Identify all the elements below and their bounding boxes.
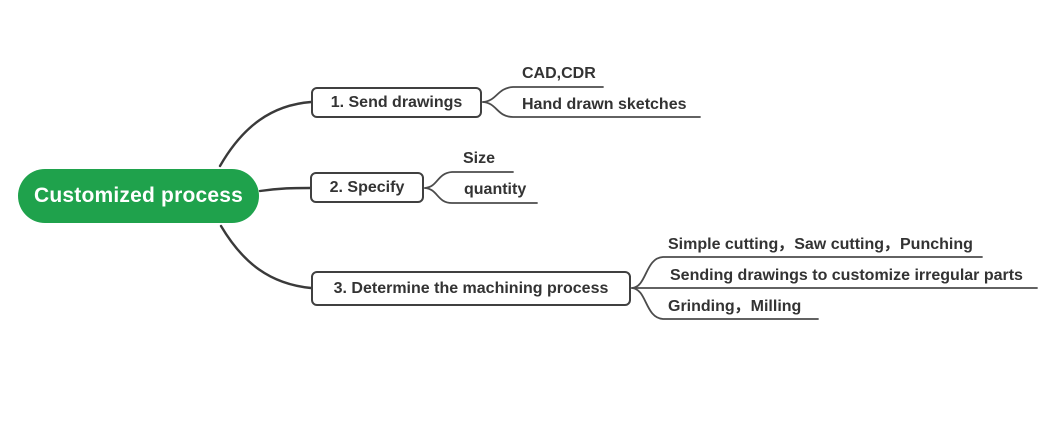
connector-root-branch3 — [219, 224, 313, 290]
branch-node-send-drawings: 1. Send drawings — [311, 87, 482, 118]
leaf-hand-drawn-sketches: Hand drawn sketches — [522, 96, 687, 113]
leaf-cad-cdr: CAD,CDR — [522, 65, 596, 82]
connector-branch3-leaf1 — [631, 256, 983, 289]
root-node: Customized process — [18, 169, 259, 223]
leaf-quantity: quantity — [464, 181, 527, 198]
connector-root-branch1 — [218, 100, 313, 168]
leaf-simple-saw-punching: Simple cutting，Saw cutting，Punching — [668, 236, 973, 253]
leaf-size: Size — [463, 150, 496, 167]
connector-branch1-leaf2 — [482, 101, 701, 118]
branch-node-specify: 2. Specify — [310, 172, 424, 203]
leaf-irregular-parts: Sending drawings to customize irregular … — [670, 267, 1023, 284]
connector-root-branch2 — [258, 186, 312, 193]
branch-node-machining-process: 3. Determine the machining process — [311, 271, 631, 306]
connector-branch1-leaf1 — [482, 86, 604, 103]
connector-branch3-leaf3 — [631, 287, 819, 320]
connector-branch2-leaf2 — [424, 187, 538, 204]
leaf-grinding-milling: Grinding，Milling — [668, 298, 802, 315]
connector-branch2-leaf1 — [424, 171, 514, 189]
